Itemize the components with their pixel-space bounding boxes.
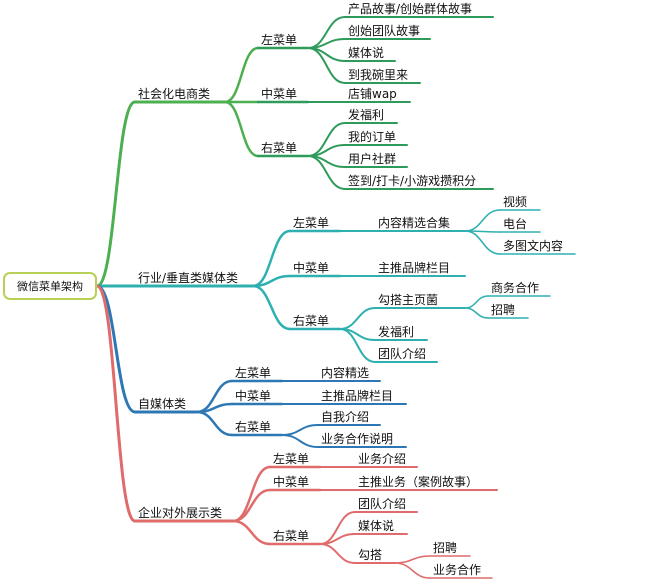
root-node-label: 微信菜单架构 <box>17 280 83 293</box>
branch-1-menu-2-connector <box>251 284 292 331</box>
branch-3-menu-2-item-2-child-0-connector <box>394 555 431 564</box>
branch-0-menu-2-connector <box>223 100 260 158</box>
branch-3-label: 企业对外展示类 <box>138 505 222 520</box>
branch-0-menu-1-item-0-label: 店铺wap <box>348 87 397 101</box>
branch-0-menu-0-connector <box>223 46 260 104</box>
branch-0-menu-2-label: 右菜单 <box>261 140 297 155</box>
branch-0-menu-0-item-1-connector <box>307 38 346 49</box>
branch-3-menu-2-item-2-child-1-connector <box>394 562 431 579</box>
branch-1-menu-1-connector <box>251 274 292 288</box>
branch-1-menu-2-item-0-child-0-connector <box>464 295 489 309</box>
branch-1-menu-2-item-0-child-1-label: 招聘 <box>491 303 515 317</box>
branch-3-menu-2-item-2-child-1-label: 业务合作 <box>433 562 481 577</box>
branch-1-menu-2-item-0-child-1-connector <box>464 307 489 319</box>
branch-0-menu-2-item-0-label: 发福利 <box>348 107 384 122</box>
branch-3-menu-0-item-0-label: 业务介绍 <box>358 451 406 466</box>
branch-3-menu-1-item-0-label: 主推业务（案例故事） <box>358 474 478 489</box>
branch-1-menu-2-item-0-child-0-label: 商务合作 <box>491 280 539 295</box>
branch-1-menu-0-item-0-child-1-label: 电台 <box>503 216 527 231</box>
branch-2-menu-2-item-0-label: 自我介绍 <box>321 410 369 424</box>
branch-1-label: 行业/垂直类媒体类 <box>138 271 238 285</box>
branch-0-menu-1-label: 中菜单 <box>261 86 297 101</box>
branch-1-menu-0-item-0-child-0-connector <box>464 209 501 232</box>
branch-2-menu-2-item-1-label: 业务合作说明 <box>321 431 393 446</box>
branch-3-menu-1-connector <box>231 488 272 523</box>
branch-2-menu-1-item-0-label: 主推品牌栏目 <box>321 388 393 403</box>
branch-3-menu-0-connector <box>231 465 272 523</box>
branch-2-menu-1-connector <box>195 402 234 414</box>
branch-1-menu-1-label: 中菜单 <box>293 260 329 275</box>
root-node: 微信菜单架构 <box>3 272 97 300</box>
branch-1-menu-0-item-0-child-2-connector <box>464 230 501 255</box>
branch-3-menu-2-item-2-label: 勾搭 <box>358 548 382 562</box>
branch-0-menu-2-item-3-connector <box>307 155 346 190</box>
branch-2-menu-2-connector <box>195 410 234 437</box>
branch-3-menu-2-connector <box>231 519 272 546</box>
branch-0-menu-0-label: 左菜单 <box>261 32 297 47</box>
branch-0-menu-0-item-1-label: 创始团队故事 <box>348 23 420 38</box>
branch-1-menu-0-item-0-child-0-label: 视频 <box>503 194 527 209</box>
branch-3-menu-1-label: 中菜单 <box>273 474 309 489</box>
branch-0-menu-0-item-3-connector <box>307 47 346 84</box>
branch-3-menu-2-item-1-label: 媒体说 <box>358 518 394 533</box>
branch-0-menu-2-item-3-label: 签到/打卡/小游戏攒积分 <box>348 173 476 188</box>
branch-2-menu-1-label: 中菜单 <box>235 388 271 403</box>
branch-1-menu-2-item-2-connector <box>339 328 376 363</box>
branch-1-menu-0-item-0-child-2-label: 多图文内容 <box>503 238 563 253</box>
branch-1-menu-2-item-1-label: 发福利 <box>378 324 414 339</box>
branch-0-connector <box>95 100 137 288</box>
branch-1-menu-0-connector <box>251 229 292 288</box>
branch-3-menu-2-item-0-label: 团队介绍 <box>358 496 406 511</box>
branch-2-menu-0-label: 左菜单 <box>235 365 271 380</box>
branch-2-menu-2-label: 右菜单 <box>235 419 271 434</box>
branch-0-menu-0-item-2-label: 媒体说 <box>348 45 384 60</box>
branch-1-menu-2-item-2-label: 团队介绍 <box>378 346 426 361</box>
branch-1-menu-2-item-0-connector <box>339 307 376 330</box>
branch-2-label: 自媒体类 <box>138 397 186 411</box>
branch-3-menu-2-item-2-child-0-label: 招聘 <box>433 541 457 555</box>
branch-0-label: 社会化电商类 <box>138 86 210 101</box>
branch-0-menu-2-item-2-label: 用户社群 <box>348 151 396 166</box>
branch-0-menu-2-item-1-label: 我的订单 <box>348 129 396 144</box>
branch-2-menu-2-item-1-connector <box>281 434 319 448</box>
branch-1-menu-2-item-0-label: 勾搭主页菌 <box>378 293 438 307</box>
branch-2-menu-0-item-0-label: 内容精选 <box>321 365 369 380</box>
branch-2-menu-2-item-0-connector <box>281 424 319 436</box>
branch-1-menu-1-item-0-label: 主推品牌栏目 <box>378 260 450 275</box>
branch-1-menu-2-label: 右菜单 <box>293 313 329 328</box>
branch-3-menu-0-label: 左菜单 <box>273 451 309 466</box>
branch-1-menu-0-label: 左菜单 <box>293 215 329 230</box>
branch-1-menu-0-item-0-label: 内容精选合集 <box>378 215 450 230</box>
branch-0-menu-0-item-3-label: 到我碗里来 <box>348 67 408 82</box>
branch-3-menu-2-item-2-connector <box>319 543 356 564</box>
branch-3-menu-2-label: 右菜单 <box>273 528 309 543</box>
branch-0-menu-0-item-0-label: 产品故事/创始群体故事 <box>348 1 472 16</box>
branch-3-connector <box>95 284 137 523</box>
